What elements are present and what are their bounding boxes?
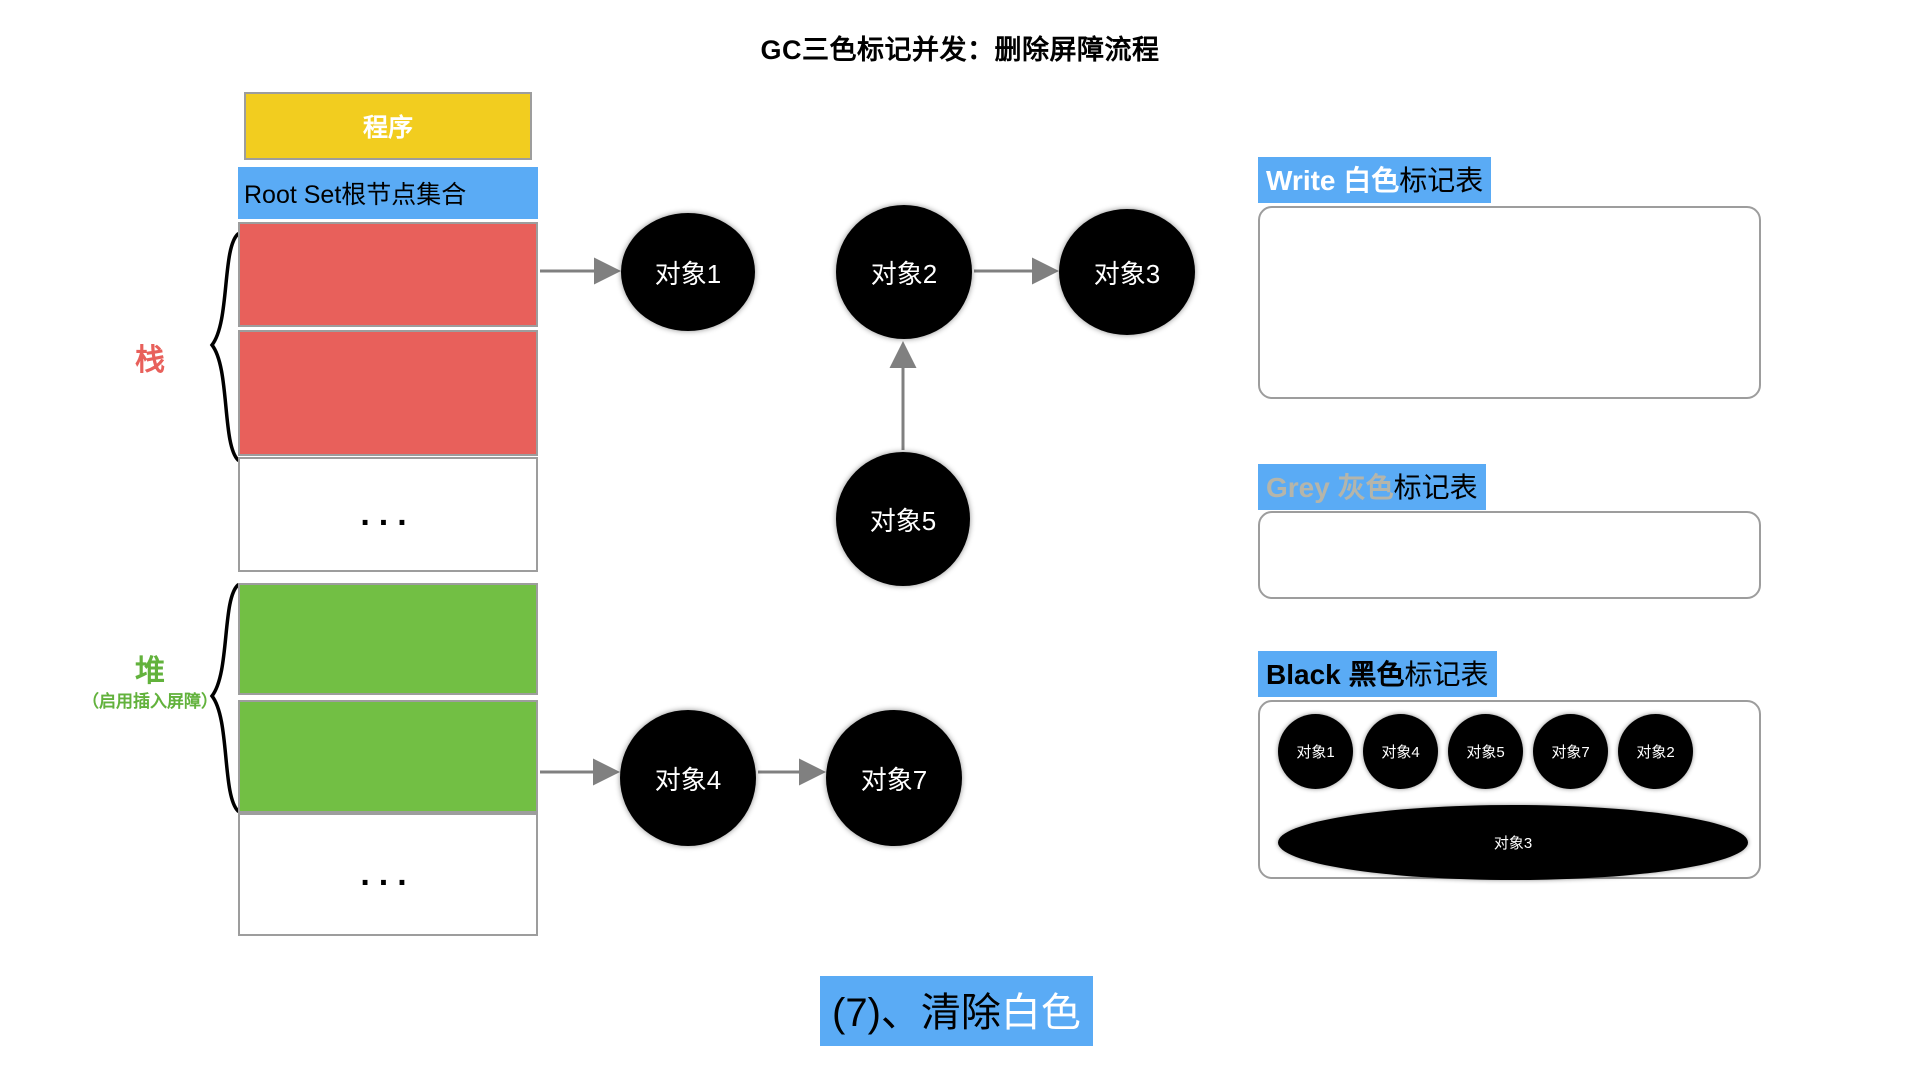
black-table-title-rest: 标记表 [1404, 659, 1489, 690]
step-caption: (7)、清除白色 [820, 976, 1093, 1046]
white-table-title-key: Write [1266, 165, 1336, 196]
graph-node-obj4: 对象4 [620, 710, 756, 846]
step-caption-prefix: (7)、清除 [832, 991, 1001, 1035]
heap-label-sub: （启用插入屏障） [82, 691, 218, 711]
graph-node-obj5: 对象5 [836, 452, 970, 586]
stack-brace [209, 232, 240, 462]
grey-table-title-color: 灰色 [1337, 472, 1394, 503]
graph-node-obj3: 对象3 [1059, 209, 1195, 335]
grey-table-title-rest: 标记表 [1393, 472, 1478, 503]
white-table-title-color: 白色 [1343, 165, 1400, 196]
grey-table-box [1258, 511, 1761, 599]
memory-cell-heap-1 [238, 583, 538, 695]
page-title: GC三色标记并发：删除屏障流程 [760, 35, 1160, 65]
heap-label-main: 堆 [135, 655, 165, 688]
black-table-title-key: Black [1266, 659, 1341, 690]
heap-brace [209, 583, 240, 813]
memory-cell-program: 程序 [244, 92, 532, 160]
black-table-object: 对象5 [1448, 714, 1523, 789]
black-table-object: 对象3 [1278, 805, 1748, 880]
memory-cell-stack-ellipsis: ... [238, 457, 538, 572]
grey-table-title-key: Grey [1266, 472, 1330, 503]
grey-table-title: Grey 灰色标记表 [1258, 464, 1486, 510]
black-table-title: Black 黑色标记表 [1258, 651, 1497, 697]
white-table-box [1258, 206, 1761, 399]
stack-label: 栈 [135, 344, 165, 377]
black-table-object: 对象7 [1533, 714, 1608, 789]
black-table-object: 对象2 [1618, 714, 1693, 789]
memory-cell-stack-2 [238, 330, 538, 456]
heap-label: 堆 （启用插入屏障） [40, 655, 260, 711]
black-table-object: 对象4 [1363, 714, 1438, 789]
memory-cell-heap-2 [238, 700, 538, 813]
white-table-title-rest: 标记表 [1399, 165, 1484, 196]
graph-node-obj7: 对象7 [826, 710, 962, 846]
memory-cell-rootset: Root Set根节点集合 [238, 167, 538, 219]
black-table-object: 对象1 [1278, 714, 1353, 789]
step-caption-highlight: 白色 [1000, 991, 1081, 1035]
black-table-title-color: 黑色 [1348, 659, 1405, 690]
graph-node-obj1: 对象1 [621, 213, 755, 331]
memory-cell-stack-1 [238, 222, 538, 327]
memory-cell-heap-ellipsis: ... [238, 813, 538, 936]
white-table-title: Write 白色标记表 [1258, 157, 1492, 203]
graph-node-obj2: 对象2 [836, 205, 972, 339]
